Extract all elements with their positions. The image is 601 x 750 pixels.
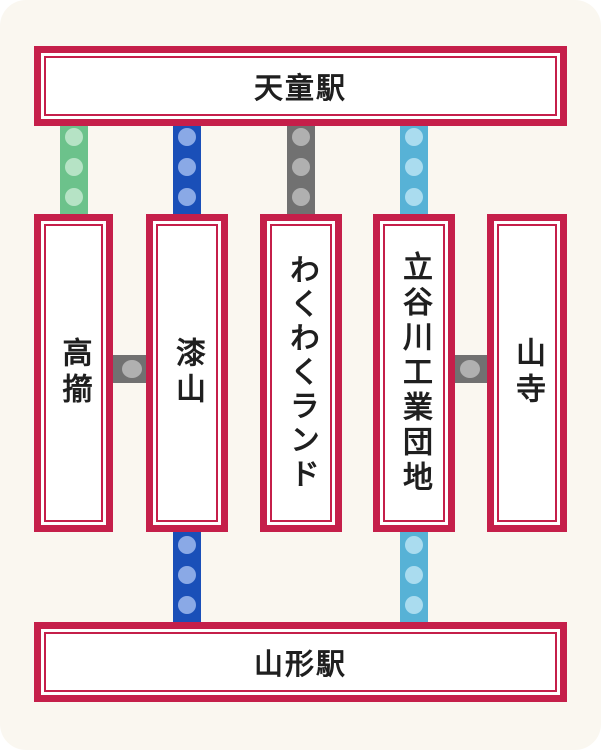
station-tachiyagawa-label: 立谷川工業団地 — [397, 250, 432, 496]
station-takatama: 高擶 — [34, 214, 113, 532]
line-dot — [65, 158, 83, 176]
lightblue-line-tachiyagawa-yamagata — [400, 522, 428, 630]
lightblue-line-tendo-tachiyagawa — [400, 118, 428, 226]
line-dot — [405, 596, 423, 614]
gray-link-tachiyagawa-yamadera — [448, 355, 494, 383]
station-tachiyagawa: 立谷川工業団地 — [373, 214, 455, 532]
line-dot — [178, 158, 196, 176]
station-yamagata-label: 山形駅 — [253, 647, 347, 681]
station-yamadera: 山寺 — [487, 214, 567, 532]
station-yamadera-label: 山寺 — [510, 337, 545, 409]
blue-line-tendo-urushiyama — [173, 118, 201, 226]
line-dot — [178, 536, 196, 554]
line-dot — [178, 596, 196, 614]
line-dot — [405, 158, 423, 176]
station-urushiyama-label: 漆山 — [170, 337, 205, 409]
line-dot — [65, 188, 83, 206]
line-dot — [178, 128, 196, 146]
line-dot — [405, 188, 423, 206]
line-dot — [460, 360, 480, 378]
line-dot — [292, 188, 310, 206]
line-dot — [178, 188, 196, 206]
line-dot — [405, 128, 423, 146]
station-tendo-label: 天童駅 — [253, 71, 347, 105]
line-dot — [178, 566, 196, 584]
station-yamagata: 山形駅 — [34, 622, 567, 702]
station-wakuwaku-land: わくわくランド — [260, 214, 342, 532]
line-dot — [292, 128, 310, 146]
station-wakuwaku-label: わくわくランド — [284, 254, 319, 492]
line-dot — [405, 536, 423, 554]
station-takatama-label: 高擶 — [56, 337, 92, 409]
line-dot — [292, 158, 310, 176]
blue-line-urushiyama-yamagata — [173, 522, 201, 630]
line-dot — [65, 128, 83, 146]
station-urushiyama: 漆山 — [146, 214, 228, 532]
station-tendo: 天童駅 — [34, 46, 567, 126]
line-dot — [405, 566, 423, 584]
line-dot — [122, 360, 142, 378]
gray-line-tendo-wakuwaku — [287, 118, 315, 226]
green-line-tendo-takatama — [60, 118, 88, 226]
